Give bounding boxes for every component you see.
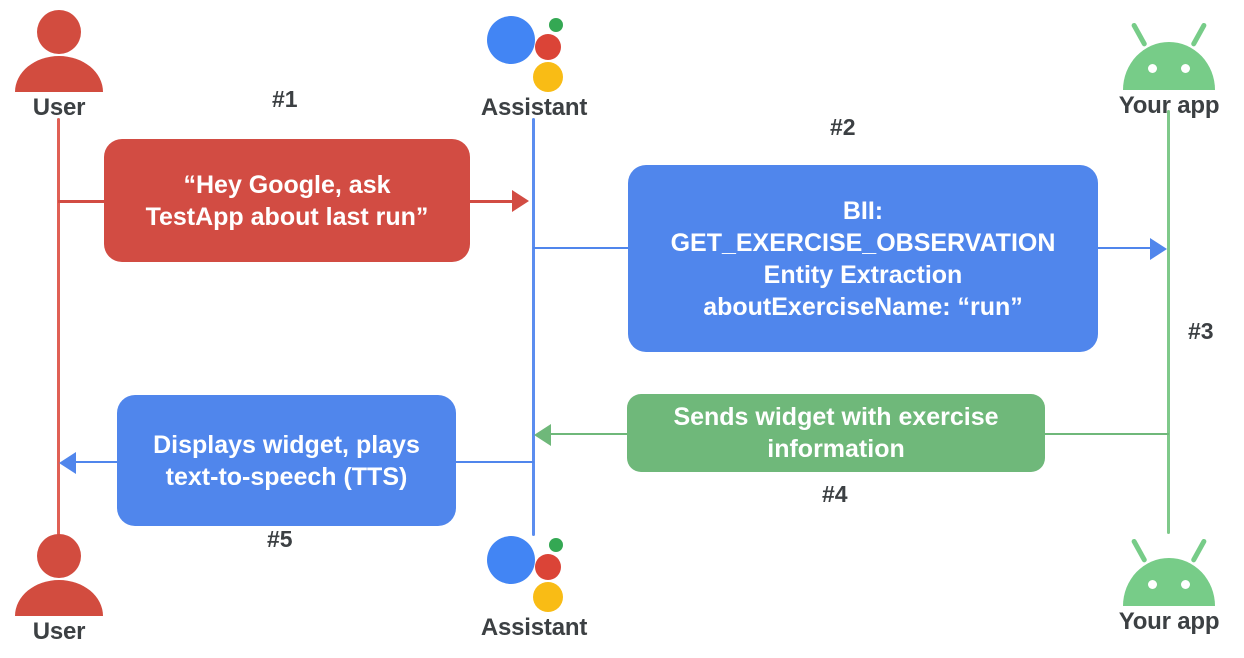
android-icon-antenna-right [1190, 538, 1208, 564]
message-box-step2-line-2: GET_EXERCISE_OBSERVATION [670, 228, 1056, 257]
assistant-icon-dot-blue [487, 536, 535, 584]
actor-label-assistant-top: Assistant [480, 94, 588, 121]
assistant-icon-dot-yellow [533, 62, 563, 92]
android-robot-icon [1121, 18, 1217, 90]
android-icon-eye-right [1181, 64, 1190, 73]
arrowhead-step4 [534, 424, 551, 446]
user-icon [15, 10, 103, 92]
message-box-step4-line-2: information [767, 435, 905, 463]
connector-assistant-to-step5 [456, 461, 534, 463]
connector-step5-to-user [74, 461, 120, 463]
arrowhead-step1 [512, 190, 529, 212]
google-assistant-icon [487, 530, 581, 612]
message-box-step2: BII: GET_EXERCISE_OBSERVATION Entity Ext… [628, 165, 1098, 352]
android-icon-dome [1123, 558, 1215, 606]
step-label-5: #5 [267, 526, 293, 552]
android-robot-icon [1121, 534, 1217, 606]
arrowhead-step2 [1150, 238, 1167, 260]
assistant-icon-dot-green [549, 538, 563, 552]
actor-label-user-bottom: User [32, 618, 86, 645]
actor-user-bottom: User [0, 534, 139, 646]
message-box-step1-line-1: “Hey Google, ask [183, 170, 391, 199]
lifeline-user [57, 118, 60, 536]
actor-app-bottom: Your app [1089, 534, 1244, 636]
actor-assistant-top: Assistant [454, 10, 614, 122]
assistant-icon-dot-yellow [533, 582, 563, 612]
message-box-step2-line-4: aboutExerciseName: “run” [703, 292, 1023, 321]
assistant-icon-dot-green [549, 18, 563, 32]
assistant-icon-dot-red [535, 34, 561, 60]
message-box-step1-line-2: TestApp about last run” [145, 202, 429, 231]
user-icon-head [37, 534, 81, 578]
user-icon-body [15, 580, 103, 616]
message-box-step5-line-1: Displays widget, plays [153, 430, 420, 459]
connector-assistant-to-step2 [533, 247, 633, 249]
user-icon [15, 534, 103, 616]
lifeline-app [1167, 110, 1170, 534]
actor-label-assistant-bottom: Assistant [480, 614, 588, 641]
connector-app-to-step4 [1045, 433, 1169, 435]
arrowhead-step5 [59, 452, 76, 474]
actor-app-top: Your app [1089, 18, 1244, 120]
message-box-step2-line-1: BII: [842, 196, 884, 225]
android-icon-antenna-right [1190, 22, 1208, 48]
connector-step2-to-app [1098, 247, 1154, 249]
step-label-2: #2 [830, 114, 856, 140]
message-box-step2-line-3: Entity Extraction [763, 260, 963, 289]
step-label-1: #1 [272, 86, 298, 112]
actor-label-app-bottom: Your app [1118, 608, 1220, 635]
message-box-step5-line-2: text-to-speech (TTS) [165, 462, 408, 491]
assistant-icon-dot-red [535, 554, 561, 580]
message-box-step4-line-1: Sends widget with exercise [673, 403, 999, 431]
actor-label-user-top: User [32, 94, 86, 121]
google-assistant-icon [487, 10, 581, 92]
connector-step1-arrow-line [466, 200, 516, 203]
assistant-icon-dot-blue [487, 16, 535, 64]
connector-step4-to-assistant [548, 433, 628, 435]
actor-label-app-top: Your app [1118, 92, 1220, 119]
step-label-3: #3 [1188, 318, 1214, 344]
user-icon-body [15, 56, 103, 92]
lifeline-assistant [532, 118, 535, 536]
android-icon-eye-right [1181, 580, 1190, 589]
android-icon-eye-left [1148, 580, 1157, 589]
actor-assistant-bottom: Assistant [454, 530, 614, 642]
message-box-step1: “Hey Google, ask TestApp about last run” [104, 139, 470, 262]
message-box-step5: Displays widget, plays text-to-speech (T… [117, 395, 456, 526]
android-icon-dome [1123, 42, 1215, 90]
android-icon-eye-left [1148, 64, 1157, 73]
actor-user-top: User [0, 10, 139, 122]
message-box-step4: Sends widget with exercise information [627, 394, 1045, 472]
step-label-4: #4 [822, 481, 848, 507]
android-icon-antenna-left [1130, 538, 1148, 564]
user-icon-head [37, 10, 81, 54]
android-icon-antenna-left [1130, 22, 1148, 48]
